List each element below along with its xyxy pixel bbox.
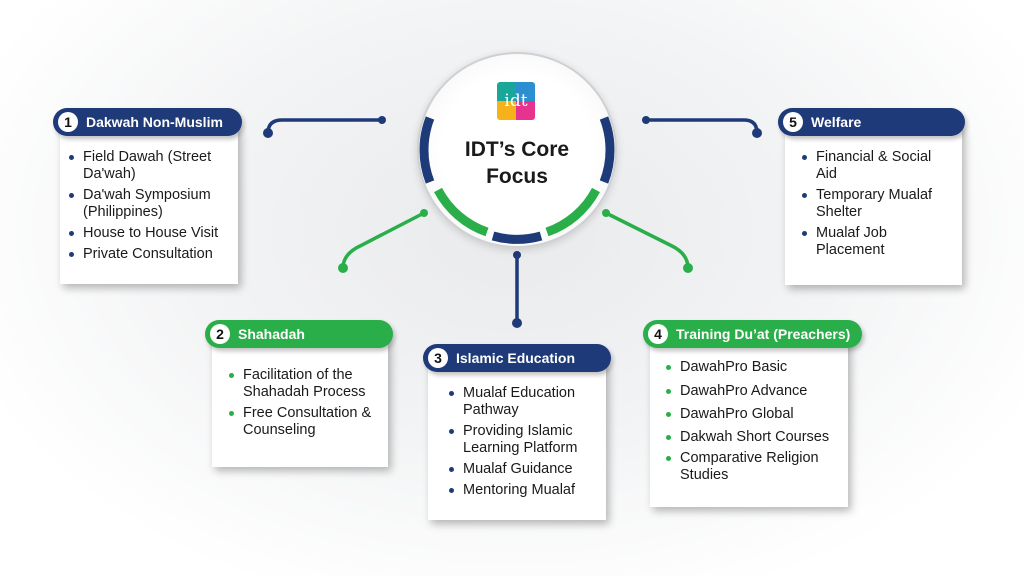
list-item: Comparative Religion Studies [664, 450, 844, 484]
core-focus-title: IDT’s Core Focus [464, 138, 570, 188]
card-shahadah [212, 340, 388, 467]
list-item: DawahPro Global [664, 406, 844, 423]
list-item: Providing Islamic Learning Platform [447, 423, 602, 457]
list-item: Mualaf Job Placement [800, 225, 950, 259]
idt-logo: idt [497, 82, 535, 120]
list-item: House to House Visit [67, 225, 237, 242]
list-item: Mualaf Guidance [447, 461, 602, 478]
core-focus-circle [417, 52, 617, 248]
number-badge: 1 [58, 112, 78, 132]
list-item: DawahPro Basic [664, 359, 844, 376]
list-item: Dakwah Short Courses [664, 429, 844, 446]
card-training-duat [650, 340, 848, 507]
number-badge: 4 [648, 324, 668, 344]
card-list-4: DawahPro Basic DawahPro Advance DawahPro… [664, 359, 844, 488]
card-dakwah-non-muslim [60, 128, 238, 284]
list-item: Free Consultation & Counseling [227, 405, 382, 439]
card-islamic-education [428, 364, 606, 520]
list-item: Mualaf Education Pathway [447, 385, 602, 419]
list-item: Financial & Social Aid [800, 149, 950, 183]
number-badge: 3 [428, 348, 448, 368]
list-item: Temporary Mualaf Shelter [800, 187, 950, 221]
card-welfare [785, 128, 962, 285]
card-list-2: Facilitation of the Shahadah Process Fre… [227, 367, 382, 443]
list-item: Mentoring Mualaf [447, 482, 602, 499]
list-item: Facilitation of the Shahadah Process [227, 367, 382, 401]
number-badge: 5 [783, 112, 803, 132]
list-item: Da'wah Symposium (Philippines) [67, 187, 237, 221]
card-list-3: Mualaf Education Pathway Providing Islam… [447, 385, 602, 503]
card-list-5: Financial & Social Aid Temporary Mualaf … [800, 149, 950, 263]
list-item: Field Dawah (Street Da'wah) [67, 149, 237, 183]
list-item: DawahPro Advance [664, 383, 844, 400]
card-list-1: Field Dawah (Street Da'wah) Da'wah Sympo… [67, 149, 237, 267]
number-badge: 2 [210, 324, 230, 344]
list-item: Private Consultation [67, 246, 237, 263]
